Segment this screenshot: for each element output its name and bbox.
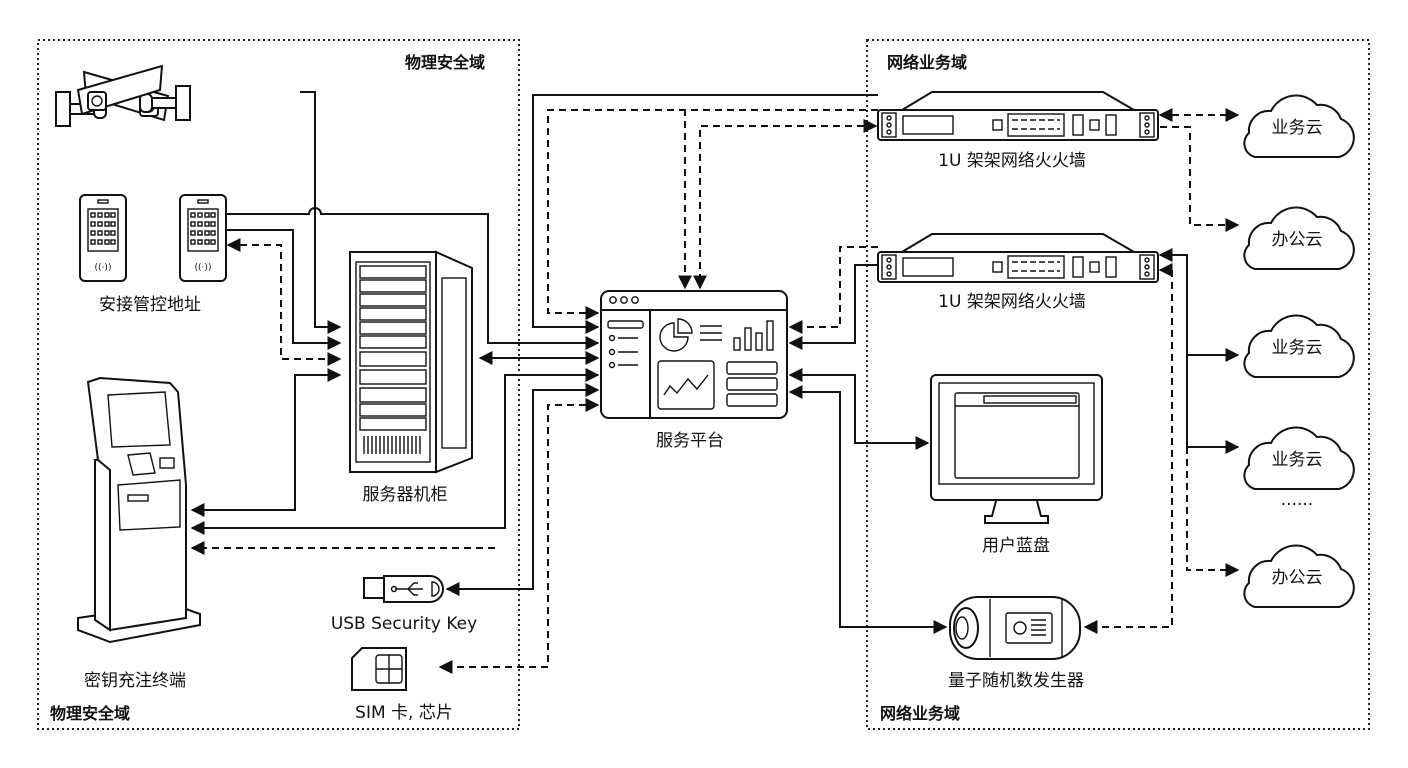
firewall2-qrng-link	[1083, 263, 1173, 634]
office-cloud-link-2	[1186, 447, 1240, 577]
user-disk-monitor-icon	[930, 374, 1103, 524]
firewall-icon	[877, 91, 1159, 141]
kiosk-rack-link	[190, 368, 342, 517]
keypad-to-platform-link	[226, 207, 600, 350]
cloud-office-1: 办公云	[1243, 206, 1355, 270]
platform-qrng-link	[788, 385, 948, 634]
firewall2-platform-dashed-link	[788, 246, 878, 334]
firewall-1-label: 1U 架架网络火火墙	[938, 151, 1086, 171]
server-rack-label: 服务器机柜	[363, 485, 448, 505]
usb-key-icon	[363, 575, 444, 603]
platform-sim-link	[438, 398, 600, 674]
cloud-label: 业务云	[1272, 450, 1323, 470]
access-keypad-icon	[179, 194, 227, 282]
physical-domain-label-top: 物理安全域	[405, 53, 485, 72]
cloud-label: 业务云	[1272, 118, 1323, 138]
firewall-2-label: 1U 架架网络火火墙	[938, 292, 1086, 312]
platform-monitor-link	[788, 368, 930, 450]
server-rack-icon	[349, 250, 473, 474]
firewall1-platform-top-link-a	[678, 109, 878, 290]
key-terminal-label: 密钥充注终端	[84, 671, 186, 691]
quantum-rng-icon	[949, 596, 1081, 660]
cloud-label: 业务云	[1272, 338, 1323, 358]
cloud-office-2: 办公云	[1243, 544, 1355, 608]
service-platform-icon	[600, 290, 788, 419]
cloud-link-2	[1186, 355, 1240, 454]
user-disk-label: 用户蓝盘	[982, 536, 1050, 556]
network-domain-label-top: 网络业务域	[887, 53, 967, 72]
firewall2-cloud-link	[1158, 248, 1240, 362]
connections	[190, 91, 1240, 674]
network-domain-label-bottom: 网络业务域	[880, 704, 960, 723]
quantum-rng-label: 量子随机数发生器	[948, 671, 1084, 691]
key-terminal-kiosk-icon	[77, 376, 201, 644]
firewall1-platform-link	[532, 94, 878, 334]
keypad-rack-dashed-link	[226, 238, 342, 366]
access-control-label: 安接管控地址	[99, 295, 201, 315]
firewall1-platform-top-link-b	[693, 119, 878, 290]
cloud-business-1: 业务云	[1243, 94, 1355, 158]
firewall1-platform-dashed-link	[547, 109, 878, 320]
cloud-business-2: 业务云	[1243, 314, 1355, 378]
sim-card-icon	[351, 647, 407, 691]
firewall2-platform-link	[788, 264, 878, 350]
service-platform-label: 服务平台	[656, 431, 724, 451]
cloud-ellipsis: ......	[1281, 490, 1313, 510]
cloud-label: 办公云	[1272, 568, 1323, 588]
network-domain-box	[866, 39, 1370, 730]
cloud-business-3: 业务云	[1243, 426, 1355, 490]
physical-domain-label-bottom: 物理安全域	[50, 704, 130, 723]
access-keypad-icon	[79, 194, 127, 282]
firewall1-office-cloud-link	[1160, 126, 1240, 232]
cloud-label: 办公云	[1272, 230, 1323, 250]
usb-key-label: USB Security Key	[331, 614, 477, 634]
sim-label: SIM 卡, 芯片	[355, 703, 453, 723]
firewall-icon	[877, 233, 1159, 283]
